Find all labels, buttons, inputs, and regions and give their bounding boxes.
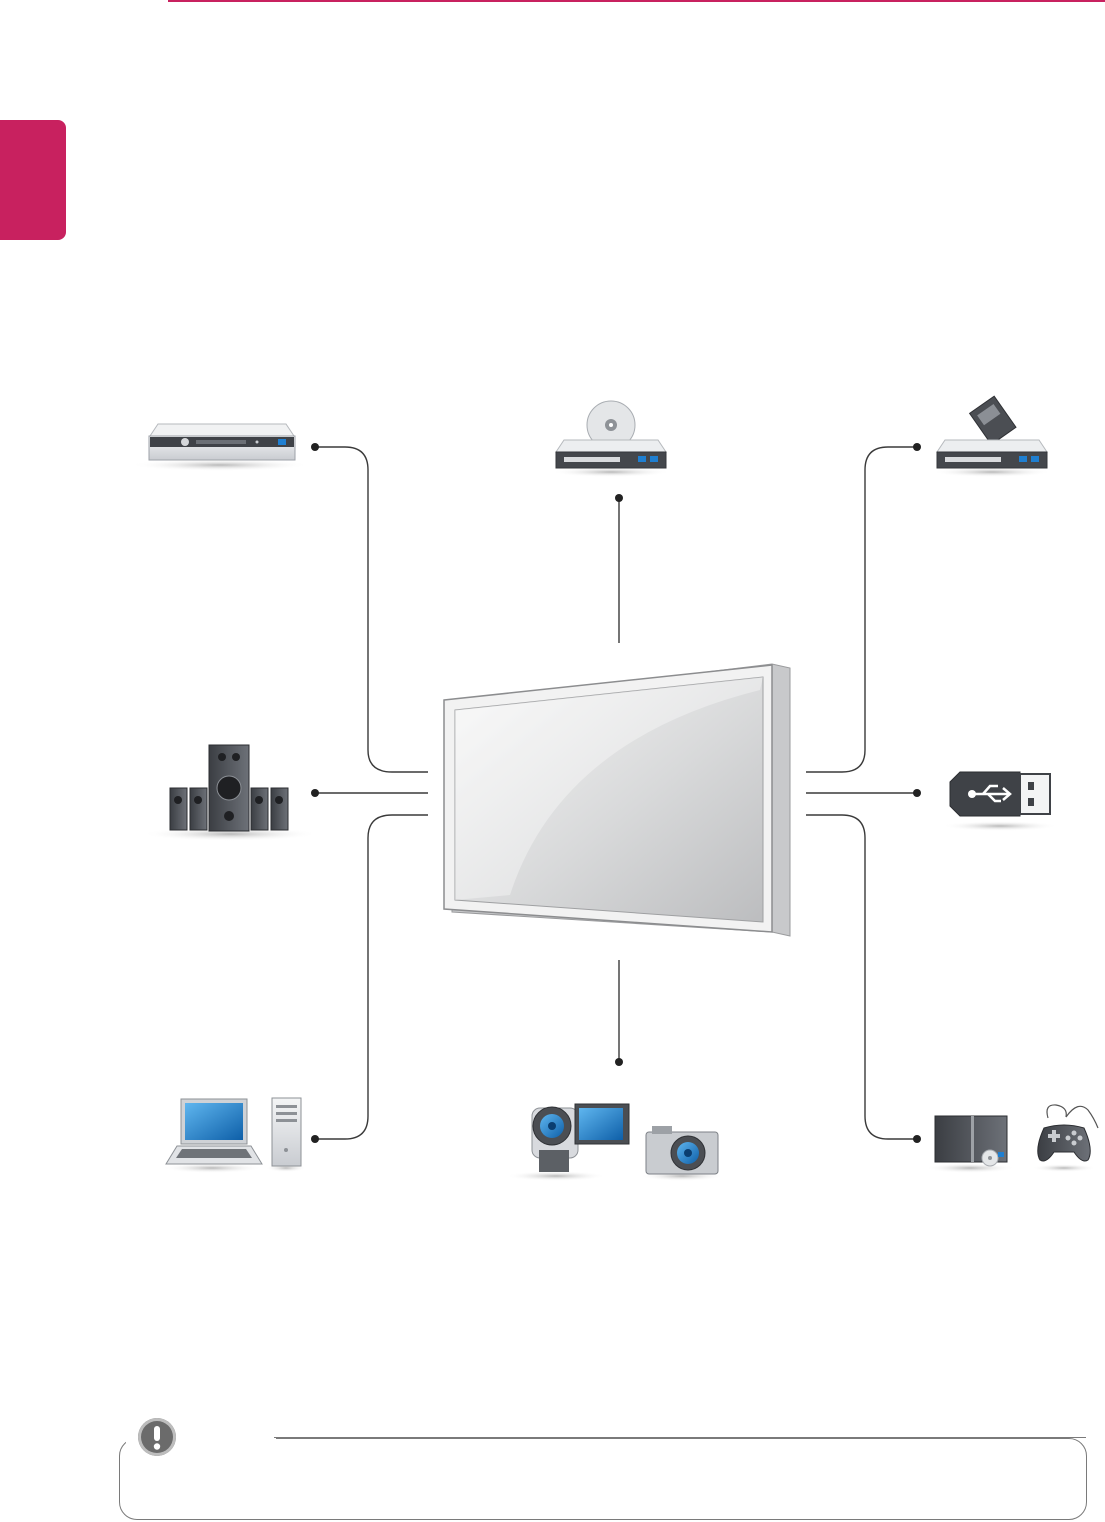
camera-icon [640, 1126, 724, 1181]
camcorder-icon [506, 1104, 629, 1181]
monitor-icon [444, 664, 790, 936]
memory-card-reader-icon [932, 396, 1052, 477]
usb-memory-icon [942, 772, 1058, 831]
line-game-console [806, 815, 917, 1139]
dvd-player-icon [551, 401, 671, 477]
pc-tower-icon [266, 1098, 306, 1172]
laptop-icon [162, 1099, 262, 1173]
line-memory-card-reader [806, 447, 917, 772]
gamepad-icon [1032, 1105, 1098, 1172]
set-top-box-icon [130, 424, 310, 471]
line-set-top-box [315, 447, 428, 772]
speaker-system-icon [142, 745, 318, 841]
line-pc [315, 815, 428, 1139]
note-box [119, 1438, 1087, 1520]
game-console-icon [925, 1116, 1015, 1173]
note-rule [274, 1437, 1086, 1438]
exclamation-icon [138, 1418, 176, 1456]
